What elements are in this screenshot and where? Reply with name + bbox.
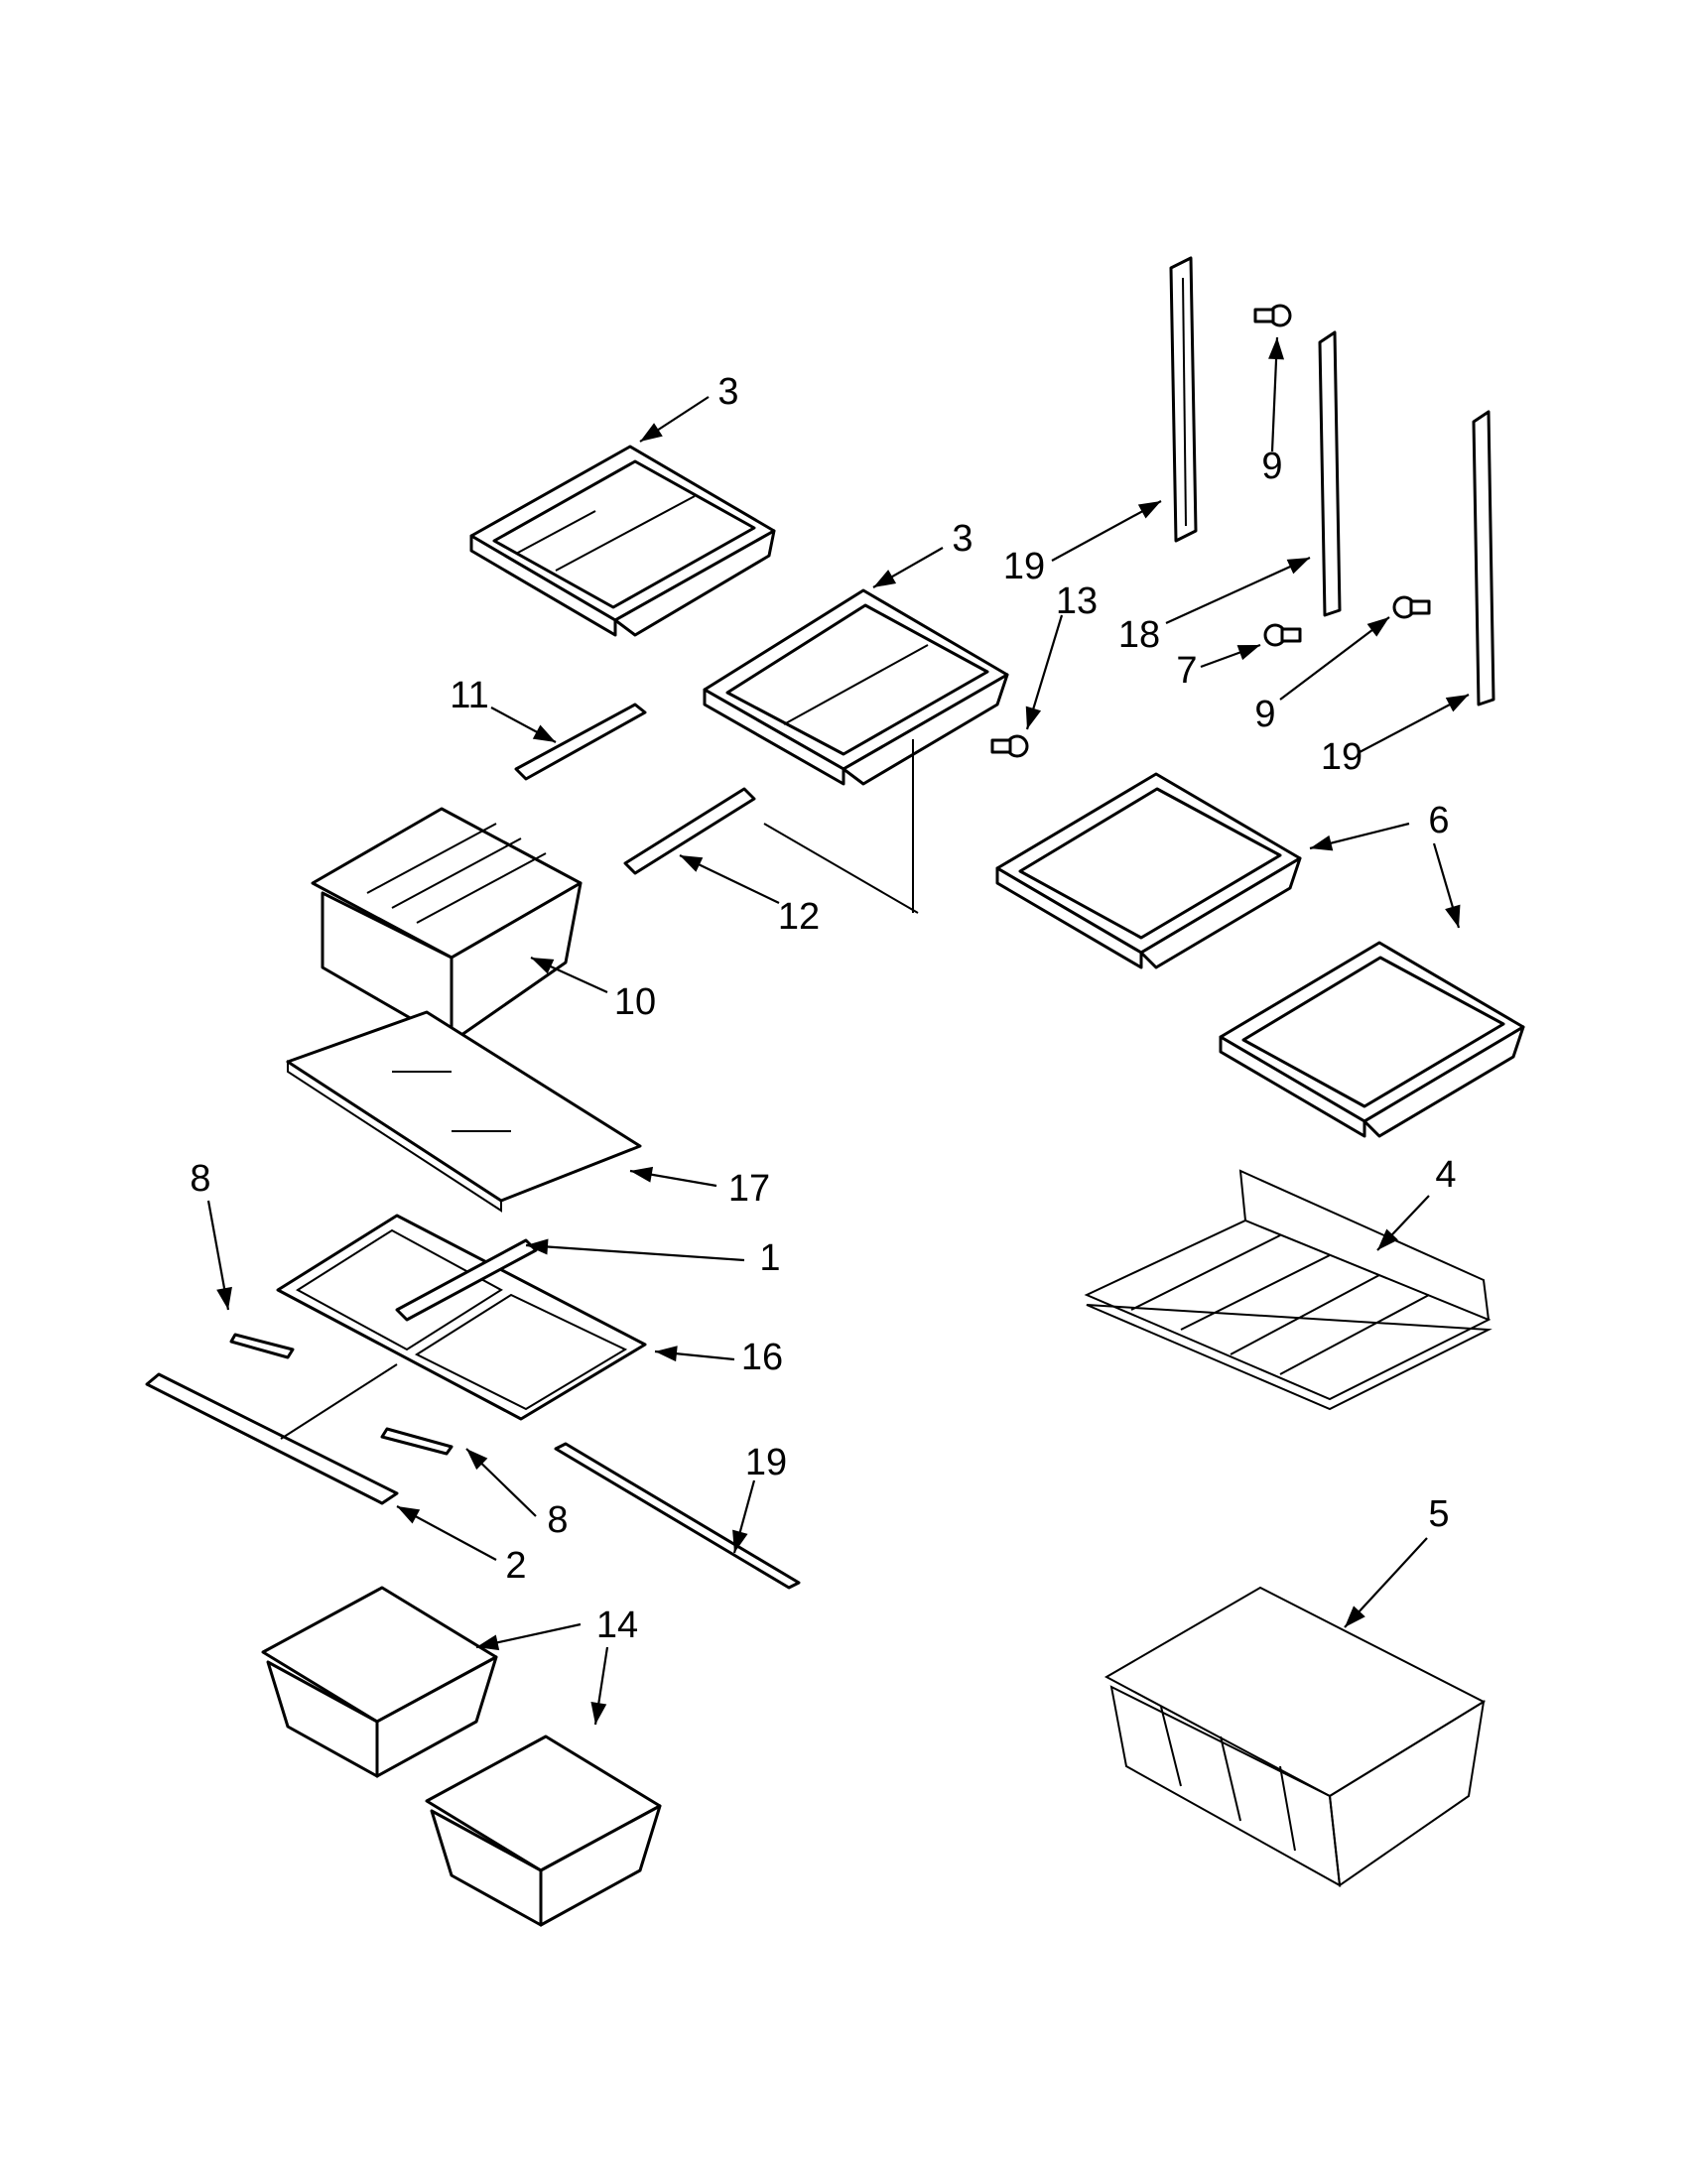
drawer-slide-11	[514, 703, 647, 781]
leader-line	[525, 1243, 745, 1262]
callout-6: 6	[1428, 800, 1449, 841]
callout-12: 12	[778, 896, 820, 938]
rod-19-bottom	[554, 1442, 801, 1590]
slide-8-right	[380, 1427, 454, 1456]
arrowhead	[1025, 706, 1042, 729]
callout-8-bottom: 8	[547, 1499, 568, 1541]
leader-line	[1165, 556, 1311, 625]
shelf-rail-19-left	[1169, 256, 1198, 543]
arrowhead	[476, 1634, 500, 1651]
pan-14-left	[261, 1586, 498, 1778]
shelf-part-6-upper	[995, 772, 1302, 969]
screw-13	[990, 734, 1029, 758]
arrowhead	[640, 423, 663, 442]
shelf-part-3-upper	[469, 445, 776, 637]
shelf-rail-19-right	[1472, 410, 1495, 707]
slide-8-left	[229, 1333, 295, 1359]
callout-13: 13	[1056, 580, 1098, 622]
arrowhead	[1268, 337, 1285, 360]
callout-10: 10	[614, 981, 656, 1023]
callout-7: 7	[1176, 650, 1197, 692]
callout-2: 2	[505, 1545, 526, 1587]
arrowhead	[1366, 617, 1389, 637]
arrowhead	[532, 724, 556, 742]
callout-18: 18	[1118, 614, 1160, 656]
glass-shelf-17	[286, 1010, 642, 1213]
callout-14: 14	[596, 1605, 638, 1646]
arrowhead	[397, 1506, 421, 1524]
callout-19-bottom: 19	[745, 1442, 787, 1483]
callout-8-left: 8	[190, 1158, 210, 1200]
callout-labels: 3 3 13 9 19 18 7 9 19 11 12 10 6 17 8 1 …	[190, 371, 1456, 1646]
arrowhead	[873, 570, 897, 587]
guide-line	[280, 1363, 398, 1440]
arrowhead	[1345, 1606, 1365, 1627]
callout-3-upper: 3	[717, 371, 738, 413]
leader-line	[1279, 616, 1390, 701]
trim-strip-2	[145, 1372, 399, 1505]
callout-4: 4	[1435, 1154, 1456, 1196]
arrowhead	[216, 1286, 232, 1310]
shelf-part-3-lower	[703, 588, 1009, 786]
arrowhead	[590, 1702, 607, 1725]
arrowhead	[1236, 645, 1260, 661]
callout-19-top: 19	[1003, 546, 1045, 587]
screw-9-top	[1253, 304, 1292, 327]
arrowhead	[1445, 904, 1461, 928]
callout-11: 11	[450, 675, 488, 716]
callout-5: 5	[1428, 1493, 1449, 1535]
wire-basket-5	[1103, 1586, 1487, 1887]
arrowhead	[1286, 558, 1310, 575]
arrowhead	[732, 1529, 748, 1553]
wire-shelf-4	[1084, 1169, 1492, 1411]
crisper-frame-16	[276, 1214, 647, 1421]
shelf-part-6-lower	[1219, 941, 1525, 1138]
arrowhead	[531, 958, 555, 974]
callout-9-right: 9	[1254, 694, 1275, 735]
arrowhead	[655, 1346, 678, 1362]
arrowhead	[526, 1238, 549, 1255]
callout-9-top: 9	[1261, 446, 1282, 487]
guide-line	[763, 823, 919, 914]
callout-19-right: 19	[1321, 736, 1363, 778]
shelf-rail-18	[1318, 330, 1342, 617]
leader-lines	[206, 336, 1470, 1726]
pan-14-right	[425, 1734, 662, 1927]
callout-16: 16	[741, 1337, 783, 1378]
drawer-slide-12	[623, 787, 756, 875]
arrowhead	[1137, 501, 1161, 519]
arrowhead	[466, 1449, 488, 1471]
crisper-drawer-10	[311, 807, 583, 1044]
screw-7	[1263, 623, 1302, 647]
arrowhead	[680, 855, 704, 872]
arrowhead	[630, 1166, 654, 1183]
arrowhead	[1445, 695, 1469, 712]
callout-1: 1	[759, 1237, 780, 1279]
screw-9-right	[1392, 595, 1431, 619]
callout-17: 17	[728, 1168, 770, 1210]
arrowhead	[1377, 1228, 1398, 1250]
callout-3-lower: 3	[952, 518, 973, 560]
arrowhead	[1310, 835, 1334, 851]
